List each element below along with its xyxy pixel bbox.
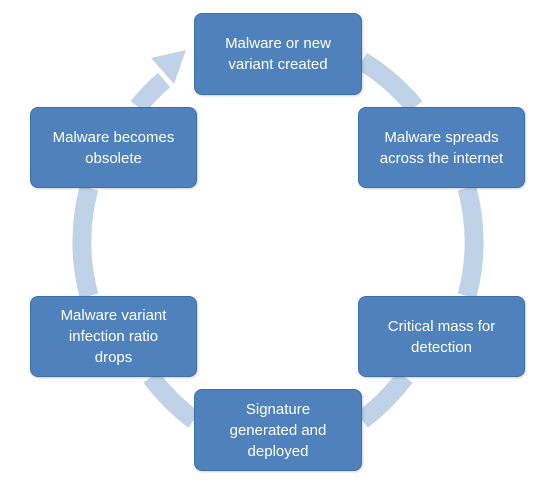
step-malware-created: Malware or new variant created — [194, 13, 362, 95]
arrow-segment-obsolete-to-created — [130, 72, 171, 114]
step-label: Malware variant infection ratio drops — [60, 307, 167, 366]
arrow-segment-spreads-to-critical — [457, 185, 484, 299]
arrow-segment-critical-to-signature — [356, 371, 413, 428]
step-label: Malware spreads across the internet — [379, 128, 504, 167]
step-label: Malware or new variant created — [225, 35, 331, 73]
step-label: Signature generated and deployed — [229, 400, 327, 460]
step-malware-obsolete: Malware becomes obsolete — [30, 107, 197, 188]
step-label: Critical mass for detection — [387, 317, 496, 356]
arrow-segment-signature-to-drops — [143, 371, 200, 428]
step-malware-spreads: Malware spreads across the internet — [358, 107, 525, 188]
step-label: Malware becomes obsolete — [52, 128, 175, 167]
arrow-head-icon — [151, 50, 186, 84]
arrow-segment-drops-to-obsolete — [72, 185, 99, 299]
step-critical-mass: Critical mass for detection — [358, 296, 525, 377]
arrow-segment-created-to-spreads — [356, 52, 423, 114]
step-infection-ratio-drops: Malware variant infection ratio drops — [30, 296, 197, 377]
step-signature-deployed: Signature generated and deployed — [194, 389, 362, 471]
